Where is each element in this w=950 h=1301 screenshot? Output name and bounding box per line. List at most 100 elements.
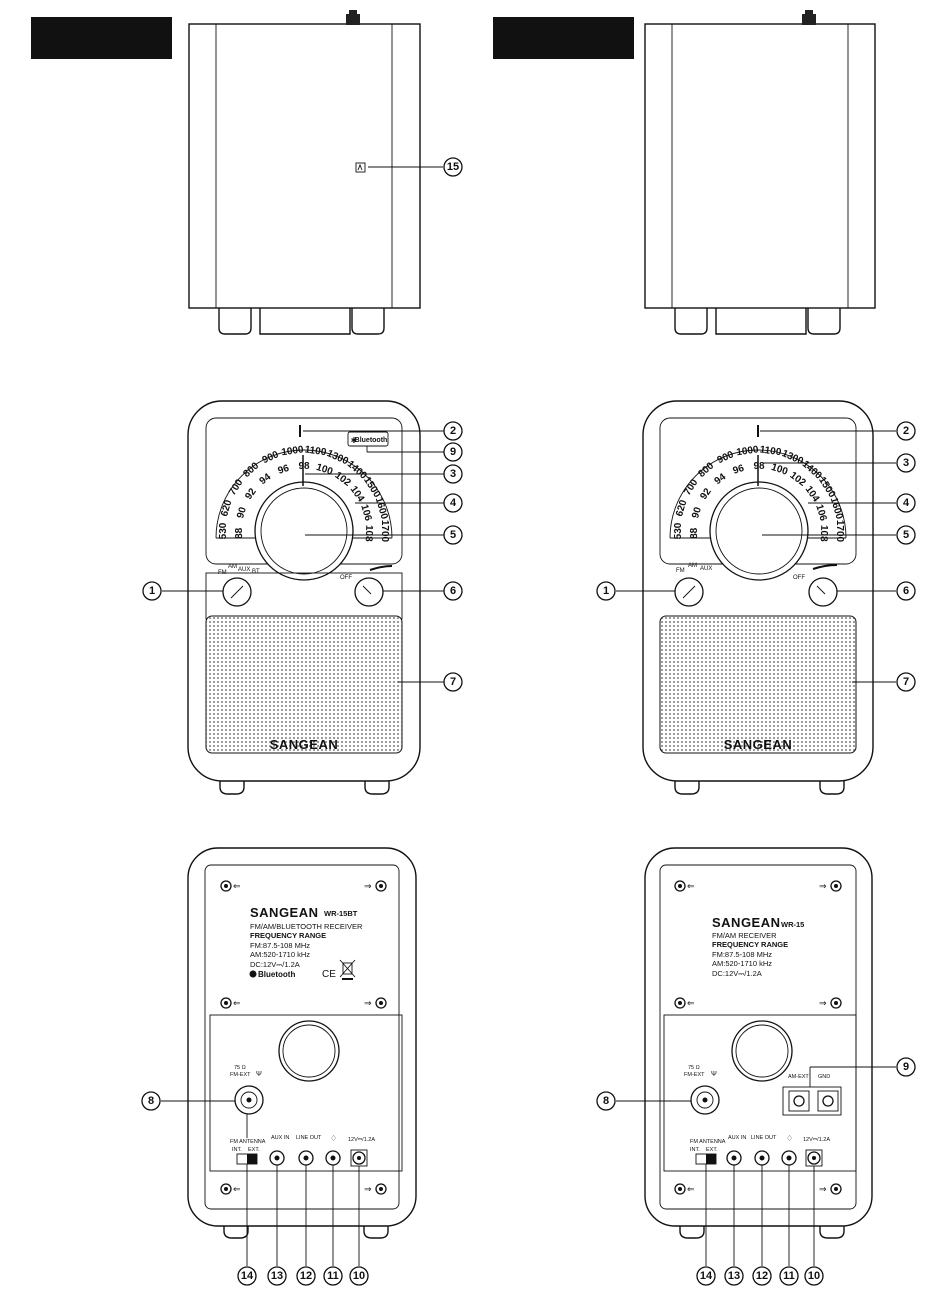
headphone-icon: ♢ xyxy=(786,1134,793,1143)
svg-text:12: 12 xyxy=(300,1270,312,1282)
svg-text:⇐: ⇐ xyxy=(233,1184,241,1194)
fm-tick-98: 98 xyxy=(753,461,765,472)
svg-text:9: 9 xyxy=(450,446,456,458)
fm-tick-102: 102 xyxy=(333,470,353,489)
bluetooth-logo: Bluetooth xyxy=(258,970,295,979)
am-tick-530: 530 xyxy=(218,522,229,539)
callouts: 15 2 9 3 4 5 1 6 7 2 3 4 5 1 6 7 8 14 13… xyxy=(141,157,916,1286)
rear-view-bt: ⇐ ⇒ ⇐ ⇒ ⇐ ⇒ SANGEAN WR-15BT FM/AM/BLUETO… xyxy=(187,847,417,1239)
am-tick-620: 620 xyxy=(674,498,689,518)
fm-tick-92: 92 xyxy=(243,486,259,502)
callout-4: 4 xyxy=(896,493,916,513)
line-out-label: LINE OUT xyxy=(296,1135,322,1141)
gnd-terminal[interactable] xyxy=(822,1095,834,1107)
int-label: INT. xyxy=(232,1147,242,1153)
am-ext-terminal[interactable] xyxy=(793,1095,805,1107)
weee-bin-icon xyxy=(339,959,356,980)
fm-tick-90: 90 xyxy=(235,505,249,519)
screw-icon: ⇐ xyxy=(674,1183,695,1195)
fm-tick-100: 100 xyxy=(770,462,790,478)
svg-text:11: 11 xyxy=(327,1270,339,1282)
am-tick-900: 900 xyxy=(716,449,736,466)
callout-9: 9 xyxy=(443,442,463,462)
svg-text:11: 11 xyxy=(783,1270,795,1282)
fm-tick-100: 100 xyxy=(315,462,335,478)
header-block-left xyxy=(31,17,172,59)
screw-icon: ⇐ xyxy=(674,997,695,1009)
screw-icon: ⇒ xyxy=(364,880,387,892)
am-tick-1700: 1700 xyxy=(834,520,845,543)
svg-text:6: 6 xyxy=(450,585,456,597)
callout-13: 13 xyxy=(267,1266,287,1286)
fm-tick-94: 94 xyxy=(258,471,274,487)
model-number: WR-15 xyxy=(781,920,804,929)
callout-2: 2 xyxy=(896,421,916,441)
antenna-icon: Ψ xyxy=(711,1071,717,1078)
svg-text:10: 10 xyxy=(353,1270,365,1282)
rear-view-std: ⇐ ⇒ ⇐ ⇒ ⇐ ⇒ SANGEAN WR-15 FM/AM RECEIVER… xyxy=(644,847,873,1239)
callout-13: 13 xyxy=(724,1266,744,1286)
selector-fm: FM xyxy=(218,570,227,576)
callout-5: 5 xyxy=(443,525,463,545)
svg-text:⇒: ⇒ xyxy=(819,998,827,1008)
screw-icon: ⇒ xyxy=(364,997,387,1009)
svg-text:5: 5 xyxy=(903,529,909,541)
svg-text:⇐: ⇐ xyxy=(233,998,241,1008)
fm-antenna-label: FM ANTENNA xyxy=(690,1139,726,1145)
am-tick-620: 620 xyxy=(219,498,234,518)
ext-label: EXT. xyxy=(248,1147,260,1153)
fm-tick-88: 88 xyxy=(689,527,700,539)
svg-text:13: 13 xyxy=(728,1270,740,1282)
callout-15: 15 xyxy=(443,157,463,177)
dc-rating: DC:12V⎓/1.2A xyxy=(712,969,762,978)
bass-port xyxy=(731,1020,793,1082)
fm-tick-92: 92 xyxy=(698,486,714,502)
callout-8: 8 xyxy=(596,1091,616,1111)
power-off-label: OFF xyxy=(340,575,352,581)
antenna-icon: Ψ xyxy=(256,1071,262,1078)
fm-tick-106: 106 xyxy=(358,503,373,523)
screw-icon: ⇐ xyxy=(220,880,241,892)
am-tick-530: 530 xyxy=(673,522,684,539)
svg-text:13: 13 xyxy=(271,1270,283,1282)
callout-3: 3 xyxy=(896,453,916,473)
svg-text:3: 3 xyxy=(903,457,909,469)
svg-text:10: 10 xyxy=(808,1270,820,1282)
bluetooth-icon: ✱ xyxy=(351,436,358,445)
svg-text:14: 14 xyxy=(700,1270,713,1282)
fm-tick-98: 98 xyxy=(298,461,310,472)
freq-title: FREQUENCY RANGE xyxy=(250,931,326,940)
svg-text:6: 6 xyxy=(903,585,909,597)
am-tick-1100: 1100 xyxy=(304,444,327,458)
svg-text:4: 4 xyxy=(450,497,457,509)
svg-text:4: 4 xyxy=(903,497,910,509)
svg-text:7: 7 xyxy=(903,676,909,688)
callout-11: 11 xyxy=(323,1266,343,1286)
fm-tick-102: 102 xyxy=(788,470,808,489)
fm-antenna-label: FM ANTENNA xyxy=(230,1139,266,1145)
am-tick-1100: 1100 xyxy=(759,444,782,458)
callout-7: 7 xyxy=(896,672,916,692)
svg-text:9: 9 xyxy=(903,1061,909,1073)
am-range: AM:520-1710 kHz xyxy=(250,950,310,959)
am-tick-700: 700 xyxy=(682,477,701,497)
callout-4: 4 xyxy=(443,493,463,513)
svg-text:1: 1 xyxy=(603,585,609,597)
svg-text:7: 7 xyxy=(450,676,456,688)
svg-text:⇒: ⇒ xyxy=(819,881,827,891)
svg-text:8: 8 xyxy=(603,1095,609,1107)
svg-text:14: 14 xyxy=(241,1270,254,1282)
selector-am: AM xyxy=(688,563,697,569)
svg-text:⇐: ⇐ xyxy=(687,881,695,891)
am-range: AM:520-1710 kHz xyxy=(712,959,772,968)
freq-title: FREQUENCY RANGE xyxy=(712,940,788,949)
am-ext-label: AM-EXT xyxy=(788,1074,809,1080)
fm-tick-108: 108 xyxy=(363,525,375,542)
svg-text:2: 2 xyxy=(450,425,456,437)
callout-14: 14 xyxy=(237,1266,257,1286)
aux-in-label: AUX IN xyxy=(728,1135,746,1141)
svg-text:12: 12 xyxy=(756,1270,768,1282)
svg-text:1: 1 xyxy=(149,585,155,597)
screw-icon: ⇒ xyxy=(819,880,842,892)
